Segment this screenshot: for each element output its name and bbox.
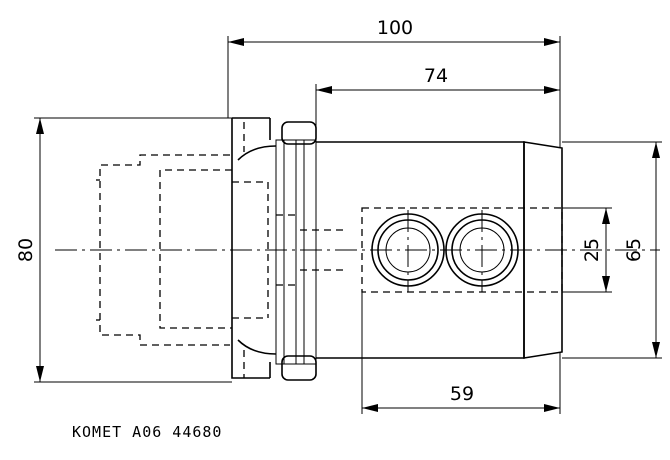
- part-number-caption: KOMET A06 44680: [72, 423, 222, 441]
- dimension-bore-length: 59: [361, 292, 561, 414]
- dim-label-80: 80: [15, 238, 37, 262]
- dimension-overall-length: 100: [227, 17, 561, 148]
- dim-label-65: 65: [623, 238, 645, 262]
- dim-label-59: 59: [450, 383, 474, 405]
- tool-flange: [231, 117, 345, 381]
- dimension-shank-height: 80: [15, 117, 232, 383]
- shank-hidden-outline: [96, 154, 269, 346]
- tool-body: [316, 141, 563, 359]
- dim-label-74: 74: [424, 65, 448, 87]
- dimension-body-height: 65: [562, 141, 662, 359]
- dimension-inner-height: 25: [562, 207, 612, 293]
- dim-label-100: 100: [377, 17, 413, 39]
- dimension-body-length: 74: [315, 65, 560, 142]
- port-left: [371, 213, 445, 287]
- dim-label-25: 25: [581, 238, 603, 262]
- port-right: [445, 213, 519, 287]
